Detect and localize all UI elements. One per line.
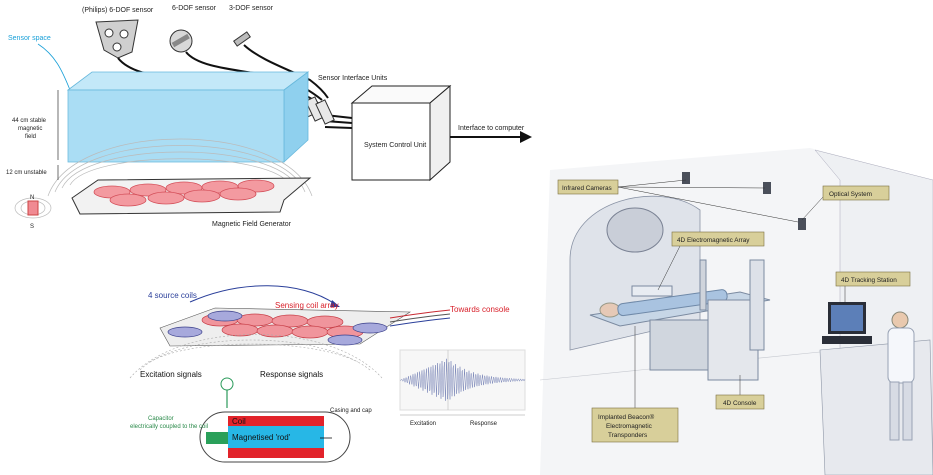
south-pole-label: S: [30, 224, 34, 230]
stable-field-label-3: field: [25, 134, 36, 140]
north-pole-label: N: [30, 195, 34, 201]
transponder-capsule: [199, 411, 351, 463]
3dof-sensor-icon: [233, 31, 251, 47]
beacon-transponder-diagram: 4 source coils Sensing coil array Toward…: [129, 285, 526, 463]
magnetised-rod-label: Magnetised 'rod': [232, 433, 291, 442]
interface-arrow-head-icon: [520, 131, 532, 143]
callout-console: 4D Console: [715, 394, 765, 410]
treatment-room-illustration: Infrared Cameras Optical System 4D Elect…: [540, 148, 933, 475]
callout-infrared-cameras: Infrared Cameras: [557, 179, 619, 195]
sensor-label-6dof: 6-DOF sensor: [172, 5, 217, 12]
towards-console-label: Towards console: [450, 305, 510, 314]
sensor-interface-units-label: Sensor Interface Units: [318, 75, 388, 82]
response-signals-label: Response signals: [260, 370, 323, 379]
magnetic-field-generator: [71, 177, 312, 215]
signal-waveform: [399, 349, 526, 416]
callout-tracking-station: 4D Tracking Station: [835, 271, 911, 287]
sensor-space-volume: [66, 71, 310, 163]
source-coils-arrowhead-icon: [330, 300, 340, 307]
stable-field-label-1: 44 cm stable: [12, 118, 47, 124]
tracking-station-label: 4D Tracking Station: [841, 277, 897, 284]
unstable-label: 12 cm unstable: [6, 170, 47, 176]
sensor-space-pointer: [37, 43, 71, 91]
sensing-coil-array-label: Sensing coil array: [275, 301, 339, 310]
system-control-unit-box: [350, 84, 452, 182]
beacon-label-1: Implanted Beacon®: [598, 413, 655, 421]
capacitor-label-1: Capacitor: [148, 416, 174, 422]
capacitor-label-2: electrically coupled to the coil: [130, 424, 208, 430]
signal-waves: [129, 334, 383, 379]
coil-array-board: [159, 307, 411, 347]
excitation-label: Excitation: [410, 421, 436, 427]
magnetic-field-generator-label: Magnetic Field Generator: [212, 221, 292, 228]
sensor-label-philips: (Philips) 6-DOF sensor: [82, 7, 154, 14]
callout-optical-system: Optical System: [822, 185, 890, 201]
source-coils-arrow: [189, 285, 336, 305]
philips-6dof-sensor-icon: [95, 19, 139, 59]
infrared-camera-icons: [682, 172, 806, 230]
source-coils-label: 4 source coils: [148, 291, 197, 300]
stable-field-label-2: magnetic: [18, 126, 42, 132]
dipole-field-icon: [14, 197, 52, 219]
sensor-space-label: Sensor space: [8, 35, 51, 42]
console-cables: [389, 309, 451, 327]
electromagnetic-array-label: 4D Electromagnetic Array: [677, 237, 750, 244]
casing-and-cap-label: Casing and cap: [330, 408, 372, 414]
excitation-signals-label: Excitation signals: [140, 370, 202, 379]
console-label: 4D Console: [723, 400, 757, 407]
system-control-unit-label: System Control Unit: [364, 142, 426, 149]
sensor-label-3dof: 3-DOF sensor: [229, 5, 274, 12]
6dof-sensor-icon: [169, 29, 193, 53]
infrared-cameras-label: Infrared Cameras: [562, 185, 612, 192]
magnifier-icon: [220, 377, 234, 391]
callout-beacon-transponders: Implanted Beacon® Electromagnetic Transp…: [591, 407, 679, 443]
optical-system-label: Optical System: [829, 191, 872, 198]
electromagnetic-array-device: [631, 259, 765, 381]
beacon-label-2: Electromagnetic: [606, 423, 653, 430]
interface-to-computer-label: Interface to computer: [458, 125, 525, 132]
coil-label: Coil: [232, 417, 246, 426]
response-label: Response: [470, 421, 498, 427]
clinician-figure: [887, 311, 915, 441]
camera-leader-lines: [617, 179, 846, 410]
callout-electromagnetic-array: 4D Electromagnetic Array: [671, 231, 765, 247]
beacon-label-3: Transponders: [608, 432, 647, 439]
magnetic-tracking-system-diagram: (Philips) 6-DOF sensor 6-DOF sensor 3-DO…: [6, 5, 532, 230]
